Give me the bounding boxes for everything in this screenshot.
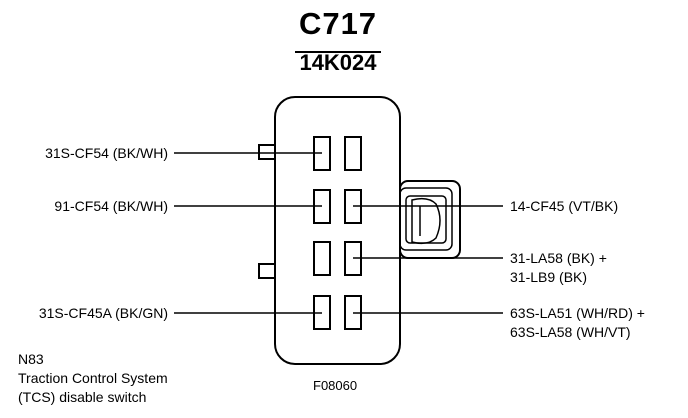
circuit-label-right-3a: 63S-LA51 (WH/RD) + [510, 305, 645, 321]
component-name-line2: (TCS) disable switch [18, 389, 147, 405]
circuit-label-left-3: 31S-CF45A (BK/GN) [38, 305, 168, 321]
terminal-5 [313, 241, 331, 276]
title-divider [295, 51, 381, 53]
part-number: 14K024 [299, 50, 377, 75]
circuit-label-right-2b: 31-LB9 (BK) [510, 269, 588, 285]
housing-tab-upper [258, 144, 276, 160]
housing-tab-lower [258, 263, 276, 279]
component-name-line1: Traction Control System [18, 370, 168, 386]
circuit-label-right-3b: 63S-LA58 (WH/VT) [510, 324, 631, 340]
circuit-label-left-1: 31S-CF54 (BK/WH) [45, 145, 168, 161]
circuit-label-right-2a: 31-LA58 (BK) + [510, 250, 607, 266]
circuit-label-left-2: 91-CF54 (BK/WH) [54, 198, 168, 214]
component-code: N83 [18, 351, 44, 367]
figure-id: F08060 [313, 378, 358, 393]
terminal-2 [344, 136, 362, 171]
connector-housing [274, 96, 401, 365]
connector-id: C717 [298, 6, 378, 41]
connector-latch [399, 180, 461, 259]
circuit-label-right-1: 14-CF45 (VT/BK) [510, 198, 619, 214]
